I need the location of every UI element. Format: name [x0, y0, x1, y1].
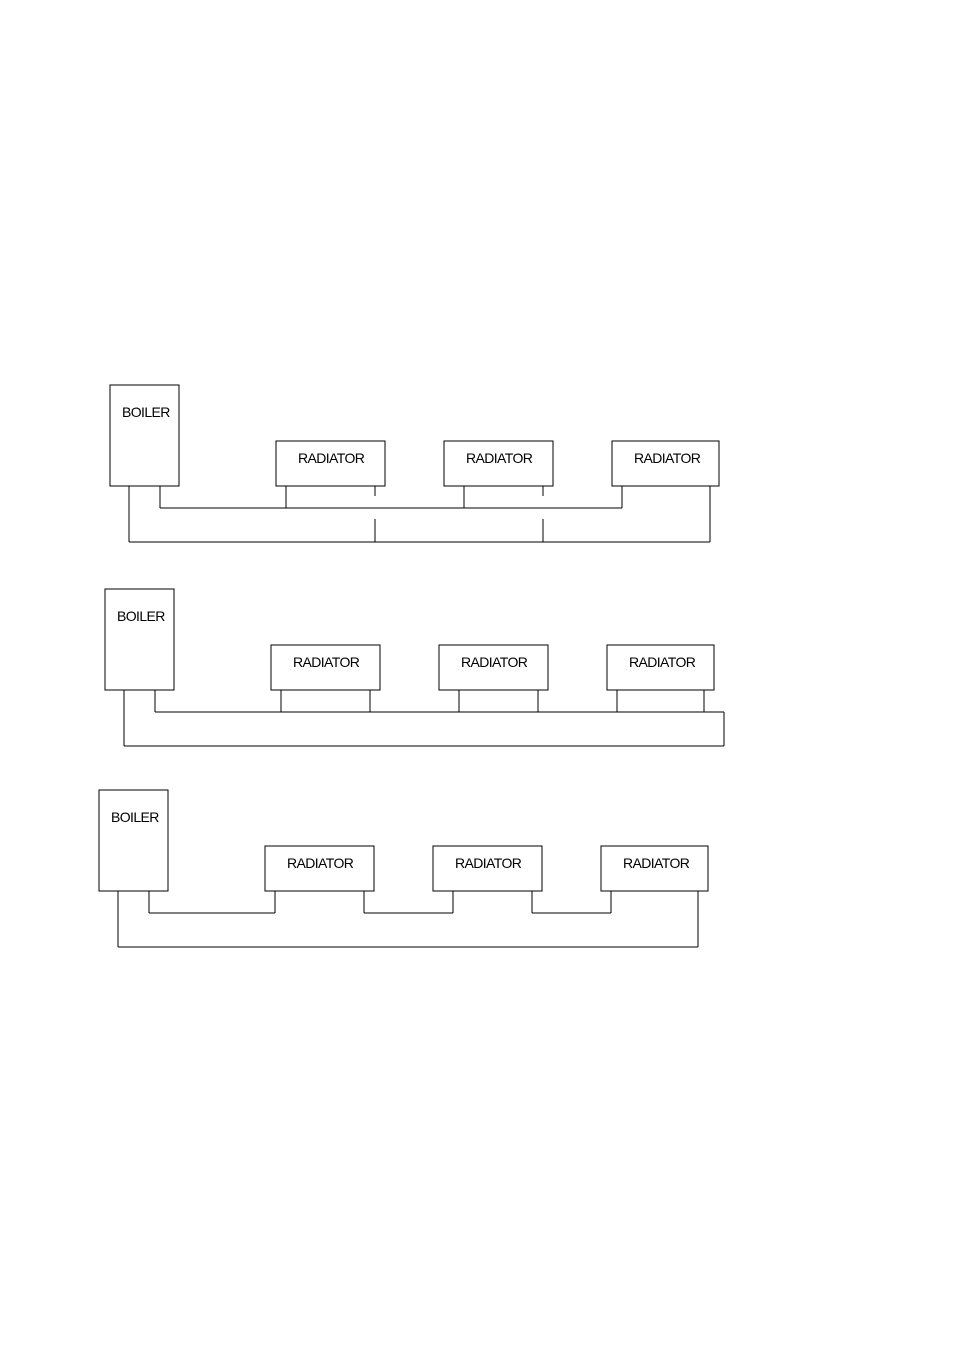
- radiator-label-3: RADIATOR: [623, 855, 690, 871]
- diagram-1: BOILER RADIATOR RADIATOR RADIATOR: [110, 385, 719, 542]
- radiator-label-1: RADIATOR: [293, 654, 360, 670]
- boiler-label: BOILER: [111, 809, 159, 825]
- diagram-3: BOILER RADIATOR RADIATOR RADIATOR: [99, 790, 708, 947]
- radiator-label-3: RADIATOR: [634, 450, 701, 466]
- radiator-label-2: RADIATOR: [461, 654, 528, 670]
- radiator-label-2: RADIATOR: [466, 450, 533, 466]
- boiler-label: BOILER: [122, 404, 170, 420]
- boiler-label: BOILER: [117, 608, 165, 624]
- boiler-box: [105, 589, 174, 690]
- boiler-box: [110, 385, 179, 486]
- radiator-label-3: RADIATOR: [629, 654, 696, 670]
- diagram-2: BOILER RADIATOR RADIATOR RADIATOR: [105, 589, 724, 746]
- radiator-label-1: RADIATOR: [287, 855, 354, 871]
- radiator-label-2: RADIATOR: [455, 855, 522, 871]
- boiler-box: [99, 790, 168, 891]
- radiator-label-1: RADIATOR: [298, 450, 365, 466]
